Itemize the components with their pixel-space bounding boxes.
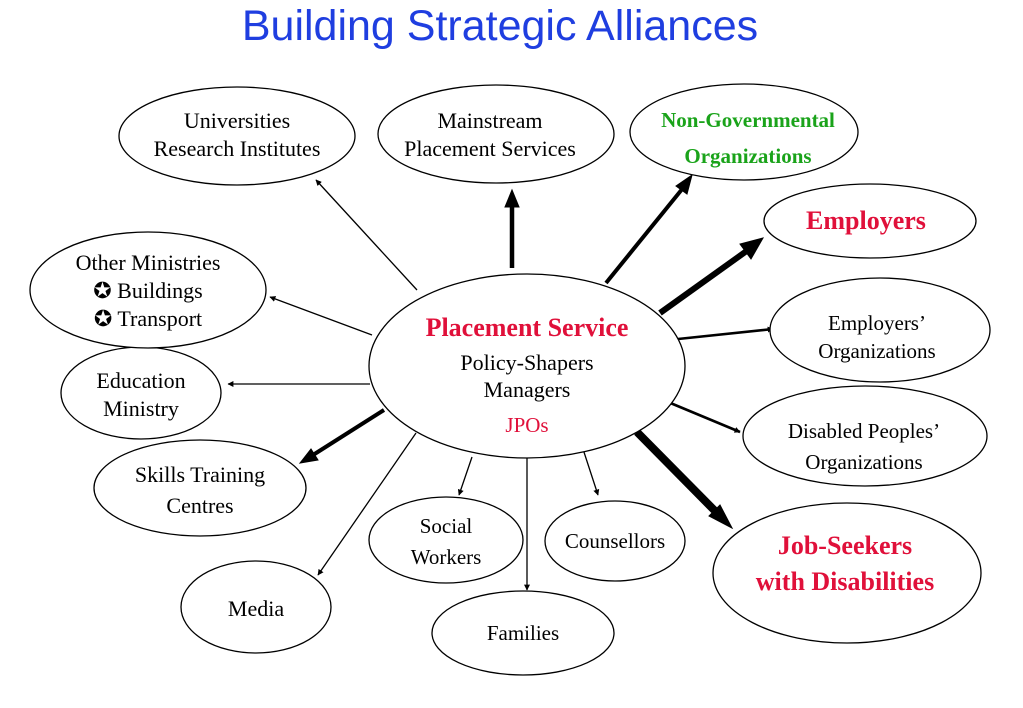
center-line3: JPOs bbox=[505, 413, 548, 437]
skills-node bbox=[93, 439, 307, 537]
media-line1: Media bbox=[228, 596, 284, 621]
center-line2: Managers bbox=[484, 377, 571, 402]
other-ministries-line3: ✪ Transport bbox=[94, 306, 202, 331]
disabled-orgs-line1: Disabled Peoples’ bbox=[788, 419, 940, 443]
arrow-to-ngo bbox=[604, 186, 685, 285]
arrow-to-skills bbox=[311, 408, 386, 457]
universities-line2: Research Institutes bbox=[154, 136, 321, 161]
counsellors-line1: Counsellors bbox=[565, 529, 665, 553]
disabled-orgs-node bbox=[742, 385, 988, 487]
arrow-to-employers bbox=[658, 247, 750, 316]
mainstream-line2: Placement Services bbox=[404, 136, 576, 161]
ngo-line2: Organizations bbox=[684, 144, 811, 168]
arrow-to-other-ministries bbox=[269, 296, 373, 336]
other-ministries-line2: ✪ Buildings bbox=[93, 278, 203, 303]
center-node bbox=[368, 273, 686, 459]
arrow-to-jobseekers-head bbox=[708, 504, 734, 530]
families-node bbox=[431, 590, 615, 676]
universities-node bbox=[118, 86, 356, 186]
education-node bbox=[60, 346, 222, 440]
jobseekers-line2: with Disabilities bbox=[756, 567, 934, 596]
node-shapes bbox=[29, 83, 991, 676]
media-node bbox=[180, 560, 332, 654]
arrow-to-jobseekers bbox=[634, 429, 721, 517]
social-workers-node bbox=[368, 496, 524, 584]
mainstream-line1: Mainstream bbox=[437, 108, 542, 133]
employers-orgs-line1: Employers’ bbox=[828, 311, 926, 335]
arrow-to-counsellors bbox=[581, 445, 600, 496]
arrow-to-ngo-head bbox=[675, 173, 693, 195]
families-line1: Families bbox=[487, 621, 559, 645]
other-ministries-node bbox=[29, 231, 267, 349]
education-line1: Education bbox=[96, 368, 185, 393]
jobseekers-line1: Job-Seekers bbox=[778, 531, 912, 560]
arrow-to-universities bbox=[315, 179, 418, 291]
skills-line1: Skills Training bbox=[135, 462, 265, 487]
other-ministries-line1: Other Ministries bbox=[76, 250, 221, 275]
skills-line2: Centres bbox=[166, 493, 233, 518]
universities-line1: Universities bbox=[184, 108, 290, 133]
employers-orgs-node bbox=[769, 277, 991, 383]
ngo-line1: Non-Governmental bbox=[661, 108, 835, 132]
arrow-to-social-workers bbox=[457, 456, 473, 496]
social-workers-line2: Workers bbox=[411, 545, 482, 569]
connector-arrows bbox=[227, 173, 774, 591]
jobseekers-node bbox=[712, 502, 982, 644]
arrow-to-media bbox=[317, 432, 417, 576]
center-line1: Policy-Shapers bbox=[460, 350, 593, 375]
disabled-orgs-line2: Organizations bbox=[805, 450, 922, 474]
arrow-to-employers-orgs bbox=[677, 326, 774, 341]
counsellors-node bbox=[544, 500, 686, 582]
node-labels: Placement Service Policy-Shapers Manager… bbox=[76, 108, 941, 645]
ngo-node bbox=[629, 83, 859, 181]
education-line2: Ministry bbox=[103, 396, 179, 421]
arrow-to-disabled-orgs bbox=[667, 400, 741, 434]
arrow-to-mainstream-head bbox=[504, 188, 520, 208]
arrow-to-skills-head bbox=[298, 448, 319, 464]
employers-node bbox=[763, 183, 977, 259]
arrow-to-employers-head bbox=[739, 237, 765, 260]
employers-line1: Employers bbox=[806, 206, 926, 235]
social-workers-line1: Social bbox=[420, 514, 473, 538]
center-heading: Placement Service bbox=[426, 313, 629, 342]
page-title: Building Strategic Alliances bbox=[241, 2, 759, 50]
employers-orgs-line2: Organizations bbox=[818, 339, 935, 363]
mainstream-node bbox=[377, 84, 615, 184]
